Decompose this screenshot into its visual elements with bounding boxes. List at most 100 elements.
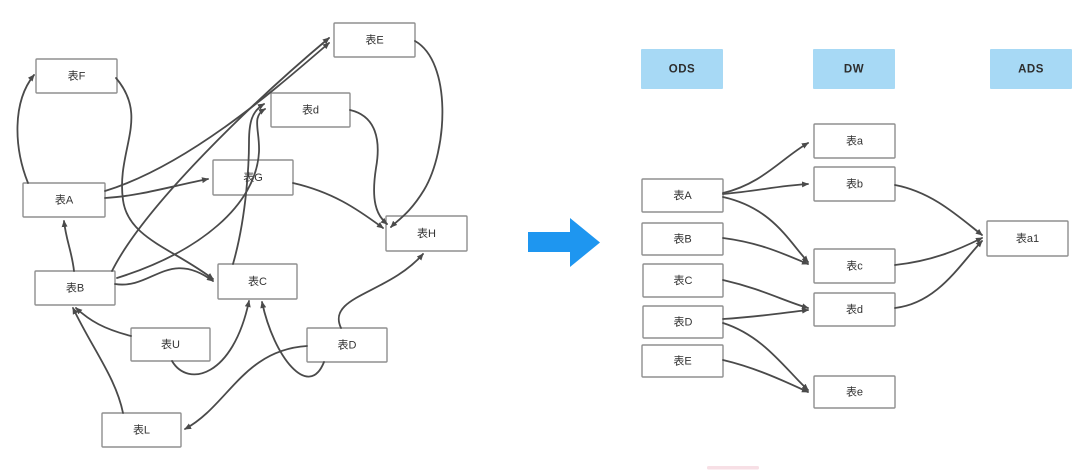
right-edge-dw-b-to-ads-a1	[894, 184, 983, 236]
right-node-dw-d: 表d	[813, 292, 896, 327]
layer-header-box	[813, 49, 895, 89]
right-edge-ods-B-to-dw-c	[722, 237, 809, 265]
layer-header-ods: ODS	[641, 49, 723, 89]
right-node-ods-D: 表D	[642, 305, 724, 339]
right-node-dw-b: 表b	[813, 166, 896, 202]
right-edge-ods-D-to-dw-d	[722, 307, 809, 320]
left-edge-B-to-A	[61, 220, 75, 272]
right-node-ads-a1: 表a1	[986, 220, 1069, 257]
right-node-dw-e: 表e	[813, 375, 896, 409]
left-edge-B-to-C	[114, 267, 214, 286]
table-node-label: 表E	[673, 354, 691, 368]
table-node-box	[813, 248, 896, 284]
table-node-label: 表B	[66, 281, 84, 295]
left-edge-C-to-d	[232, 103, 265, 265]
table-node-box	[642, 305, 724, 339]
left-edge-L-to-B	[72, 307, 124, 414]
table-node-label: 表D	[338, 338, 357, 352]
right-edge-ods-D-to-dw-e	[722, 322, 809, 391]
table-node-box	[385, 215, 468, 252]
table-node-box	[333, 22, 416, 58]
right-edge-ods-A-to-dw-c	[722, 196, 809, 263]
table-node-box	[101, 412, 182, 448]
table-node-box	[217, 263, 298, 300]
left-node-U: 表U	[130, 327, 211, 362]
layer-header-box	[990, 49, 1072, 89]
left-node-H: 表H	[385, 215, 468, 252]
table-node-label: 表a	[846, 134, 864, 148]
left-node-F: 表F	[35, 58, 118, 94]
table-node-label: 表A	[55, 193, 74, 207]
right-edge-ods-C-to-dw-d	[722, 279, 809, 310]
table-node-label: 表E	[365, 33, 383, 47]
right-node-ods-B: 表B	[641, 222, 724, 256]
layer-header-label: ADS	[1018, 64, 1044, 76]
right-edge-dw-d-to-ads-a1	[894, 240, 983, 309]
layer-header-box	[641, 49, 723, 89]
transform-arrow-icon	[528, 218, 600, 267]
table-node-box	[813, 292, 896, 327]
left-node-d: 表d	[270, 92, 351, 128]
layer-header-label: DW	[844, 64, 864, 76]
left-edge-D-to-L	[184, 345, 308, 430]
left-edge-A-to-G	[104, 177, 209, 199]
table-node-label: 表b	[846, 177, 863, 191]
left-node-L: 表L	[101, 412, 182, 448]
table-node-label: 表C	[248, 274, 267, 288]
table-node-label: 表D	[674, 315, 693, 329]
table-node-box	[986, 220, 1069, 257]
left-edge-U-to-B	[75, 307, 132, 337]
table-node-box	[34, 270, 116, 306]
table-node-box	[813, 123, 896, 159]
table-node-box	[641, 222, 724, 256]
table-node-box	[35, 58, 118, 94]
right-edge-dw-c-to-ads-a1	[894, 237, 983, 266]
left-node-B: 表B	[34, 270, 116, 306]
table-node-label: 表H	[417, 226, 436, 240]
left-edge-B-to-d	[116, 108, 266, 279]
table-node-box	[641, 344, 724, 378]
left-node-D: 表D	[306, 327, 388, 363]
table-node-box	[813, 375, 896, 409]
table-node-label: 表L	[133, 423, 150, 437]
left-edge-E-to-H	[390, 40, 444, 228]
left-edge-A-to-F	[16, 74, 35, 184]
table-node-box	[130, 327, 211, 362]
left-edge-B-to-E	[111, 37, 330, 272]
left-node-E: 表E	[333, 22, 416, 58]
left-edge-D-to-H	[337, 253, 424, 329]
table-node-label: 表B	[673, 232, 691, 246]
table-node-label: 表e	[846, 385, 863, 399]
layer-header-label: ODS	[669, 64, 695, 76]
layer-header-ads: ADS	[990, 49, 1072, 89]
right-node-dw-c: 表c	[813, 248, 896, 284]
right-edge-ods-A-to-dw-b	[722, 181, 809, 195]
left-node-C: 表C	[217, 263, 298, 300]
right-node-dw-a: 表a	[813, 123, 896, 159]
right-node-ods-C: 表C	[642, 263, 724, 298]
table-node-box	[22, 182, 106, 218]
right-node-ods-E: 表E	[641, 344, 724, 378]
table-node-label: 表U	[161, 337, 180, 351]
left-node-A: 表A	[22, 182, 106, 218]
right-node-ods-A: 表A	[641, 178, 724, 213]
left-edge-d-to-H	[349, 109, 388, 225]
table-node-label: 表A	[673, 188, 692, 202]
table-node-box	[641, 178, 724, 213]
layer-header-dw: DW	[813, 49, 895, 89]
table-node-box	[813, 166, 896, 202]
right-edge-ods-E-to-dw-e	[722, 359, 809, 393]
pink-artifact	[707, 466, 759, 470]
table-node-box	[306, 327, 388, 363]
right-edge-ods-A-to-dw-a	[722, 142, 809, 194]
table-node-label: 表c	[846, 259, 863, 273]
table-node-label: 表C	[674, 273, 693, 287]
left-edge-U-to-C	[171, 300, 251, 376]
table-node-label: 表d	[302, 103, 319, 117]
table-node-label: 表a1	[1016, 231, 1039, 245]
table-node-label: 表F	[68, 69, 86, 83]
left-edge-D-to-C	[260, 301, 325, 378]
left-edge-G-to-H	[292, 182, 384, 229]
